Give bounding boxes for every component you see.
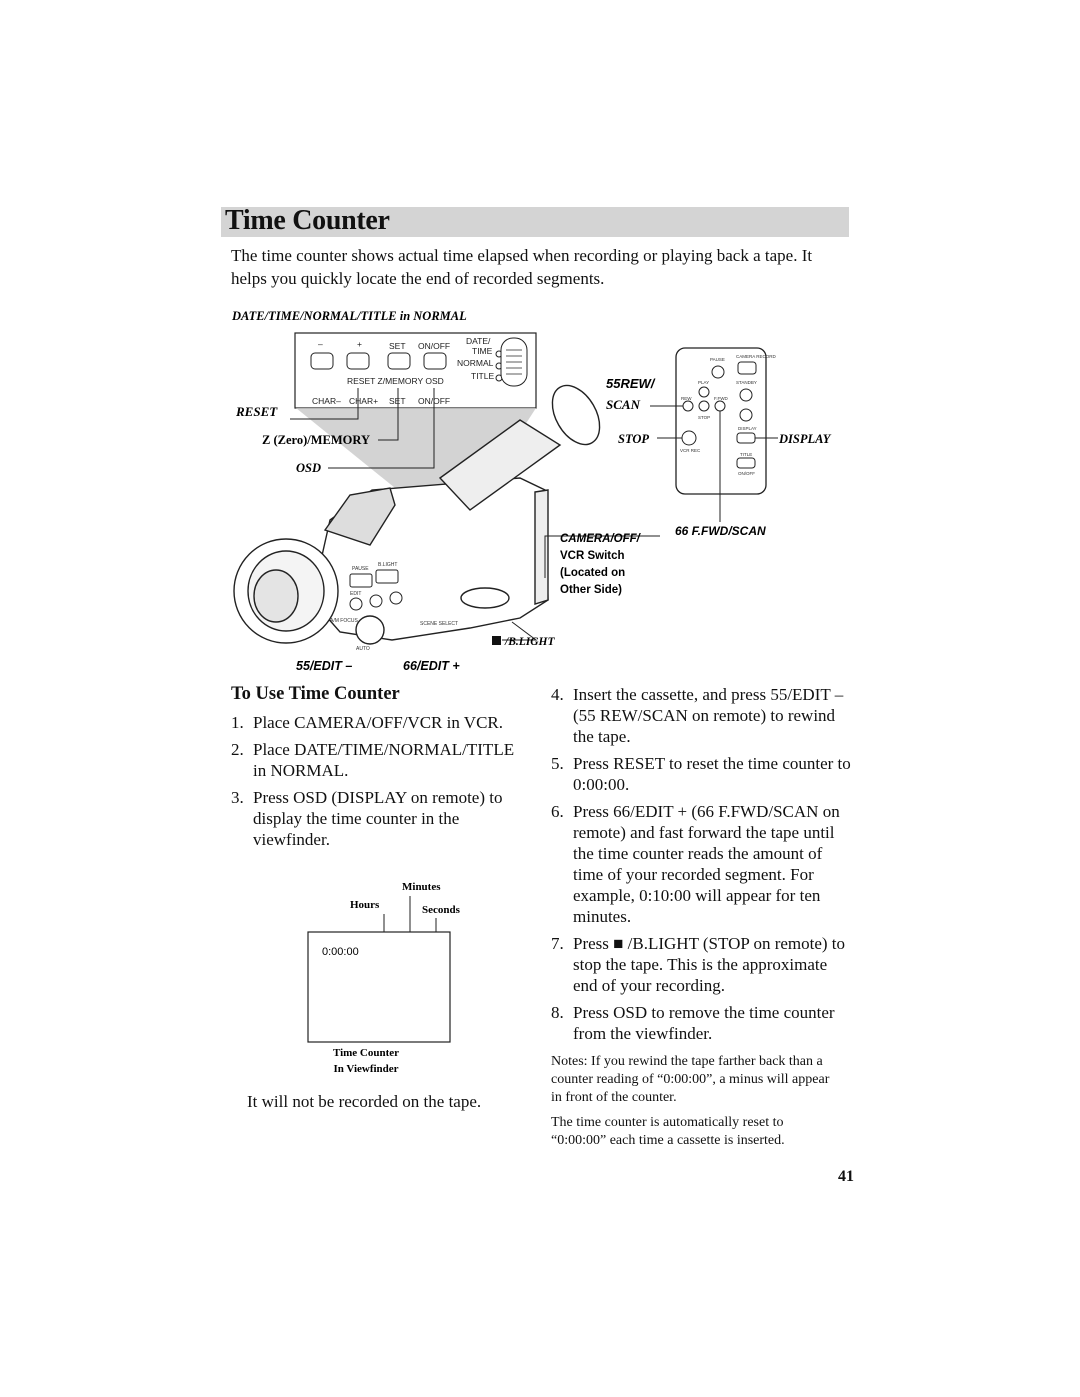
remote-w-button[interactable] bbox=[739, 388, 753, 402]
viewfinder-caption-2: In Viewfinder bbox=[333, 1063, 398, 1075]
svg-text:TITLE: TITLE bbox=[471, 371, 494, 381]
search-button[interactable] bbox=[369, 594, 383, 608]
located-on-label: (Located on bbox=[560, 567, 625, 579]
step-item: 2.Place DATE/TIME/NORMAL/TITLE in NORMAL… bbox=[231, 740, 515, 780]
char-minus-button[interactable] bbox=[310, 352, 334, 370]
counter-display: 0:00:00 bbox=[322, 946, 359, 958]
vcr-switch-label: VCR Switch bbox=[560, 550, 625, 562]
svg-text:ON/OFF: ON/OFF bbox=[418, 341, 450, 351]
remote-scan-button[interactable] bbox=[698, 400, 710, 412]
edit-minus-button[interactable] bbox=[349, 597, 363, 611]
svg-text:RESET Z/MEMORY OSD: RESET Z/MEMORY OSD bbox=[347, 376, 444, 386]
remote-rew-button[interactable] bbox=[682, 400, 694, 412]
note-rewind: Notes: If you rewind the tape farther ba… bbox=[551, 1054, 830, 1105]
char-plus-button[interactable] bbox=[346, 352, 370, 370]
steps-left: 1.Place CAMERA/OFF/VCR in VCR. 2.Place D… bbox=[231, 712, 531, 856]
stop-square-icon bbox=[492, 636, 501, 645]
blight-button[interactable] bbox=[375, 569, 399, 584]
viewfinder-tube bbox=[438, 419, 562, 511]
section-title-bar: Time Counter bbox=[221, 205, 849, 237]
svg-text:CAMERA RECORD: CAMERA RECORD bbox=[736, 354, 777, 359]
steps-right: 4.Insert the cassette, and press 55/EDIT… bbox=[551, 684, 851, 1050]
svg-text:STANDBY: STANDBY bbox=[736, 380, 757, 385]
viewfinder-caption-1: Time Counter bbox=[333, 1047, 399, 1059]
svg-text:CHAR+: CHAR+ bbox=[349, 396, 378, 406]
svg-text:B.LIGHT: B.LIGHT bbox=[378, 562, 397, 568]
svg-text:ON/OFF: ON/OFF bbox=[738, 471, 755, 476]
osd-label: OSD bbox=[296, 461, 321, 475]
microphone-grille bbox=[323, 487, 396, 546]
remote-title-button[interactable] bbox=[736, 457, 756, 469]
step-item: 8.Press OSD to remove the time counter f… bbox=[551, 1003, 835, 1043]
hours-label: Hours bbox=[350, 899, 380, 911]
stop-label: STOP bbox=[618, 432, 649, 446]
remote-display-button[interactable] bbox=[736, 432, 756, 444]
edit-dial[interactable] bbox=[355, 615, 385, 645]
display-label: DISPLAY bbox=[778, 432, 832, 446]
tail-text: It will not be recorded on the tape. bbox=[247, 1092, 482, 1111]
seconds-label: Seconds bbox=[422, 904, 461, 916]
svg-text:F.FWD: F.FWD bbox=[714, 396, 728, 401]
remote-pause-button[interactable] bbox=[711, 365, 725, 379]
svg-text:SCENE SELECT: SCENE SELECT bbox=[420, 621, 458, 627]
svg-text:CHAR–: CHAR– bbox=[312, 396, 341, 406]
svg-text:NORMAL: NORMAL bbox=[457, 358, 494, 368]
svg-text:VCR REC: VCR REC bbox=[680, 448, 701, 453]
svg-text:–: – bbox=[318, 339, 323, 349]
step-item: 6.Press 66/EDIT + (66 F.FWD/SCAN on remo… bbox=[551, 802, 840, 926]
lens-glass bbox=[253, 569, 299, 623]
svg-text:+: + bbox=[357, 339, 362, 349]
page-title: Time Counter bbox=[225, 205, 390, 236]
svg-text:DISPLAY: DISPLAY bbox=[738, 426, 757, 431]
step-item: 3.Press OSD (DISPLAY on remote) to displ… bbox=[231, 788, 503, 849]
step-item: 1.Place CAMERA/OFF/VCR in VCR. bbox=[231, 713, 504, 732]
camera-diagram: DATE/TIME/NORMAL/TITLE in NORMAL – + SET… bbox=[231, 309, 832, 673]
svg-text:TITLE: TITLE bbox=[740, 452, 752, 457]
remote-ffwd-button[interactable] bbox=[714, 400, 726, 412]
eyecup bbox=[551, 384, 601, 446]
step-item: 4.Insert the cassette, and press 55/EDIT… bbox=[551, 685, 844, 746]
svg-text:STOP: STOP bbox=[698, 415, 710, 420]
ffwd-label: 66 F.FWD/SCAN bbox=[675, 524, 766, 538]
remote-t-button[interactable] bbox=[739, 408, 753, 422]
svg-text:PLAY: PLAY bbox=[698, 380, 709, 385]
blight-label: /B.LIGHT bbox=[504, 636, 555, 648]
pause-button[interactable] bbox=[349, 573, 373, 588]
camera-off-label: CAMERA/OFF/ bbox=[560, 533, 642, 545]
diagram-top-caption: DATE/TIME/NORMAL/TITLE in NORMAL bbox=[231, 309, 467, 323]
edit-minus-label: 55/EDIT – bbox=[296, 659, 352, 673]
viewfinder-screen bbox=[307, 931, 451, 1043]
svg-text:A/M FOCUS: A/M FOCUS bbox=[330, 618, 358, 624]
svg-text:DATE/: DATE/ bbox=[466, 336, 491, 346]
svg-text:EDIT: EDIT bbox=[350, 591, 361, 597]
remote-record-button[interactable] bbox=[737, 361, 757, 375]
svg-text:AUTO: AUTO bbox=[356, 646, 370, 652]
svg-text:PAUSE: PAUSE bbox=[710, 357, 725, 362]
svg-text:PAUSE: PAUSE bbox=[352, 566, 369, 572]
note-reset: The time counter is automatically reset … bbox=[551, 1115, 785, 1148]
intro-paragraph: The time counter shows actual time elaps… bbox=[231, 246, 813, 288]
onoff-button[interactable] bbox=[423, 352, 447, 370]
step-item: 5.Press RESET to reset the time counter … bbox=[551, 754, 851, 794]
remote-play-button[interactable] bbox=[698, 386, 710, 398]
edit-plus-button[interactable] bbox=[389, 591, 403, 605]
svg-text:TIME: TIME bbox=[472, 346, 493, 356]
other-side-label: Other Side) bbox=[560, 584, 622, 596]
svg-text:SET: SET bbox=[389, 341, 406, 351]
reset-label: RESET bbox=[235, 404, 278, 419]
step-item: 7.Press ■ /B.LIGHT (STOP on remote) to s… bbox=[551, 934, 846, 995]
svg-text:SET: SET bbox=[389, 396, 406, 406]
section-heading: To Use Time Counter bbox=[231, 684, 400, 704]
zmemory-label: Z (Zero)/MEMORY bbox=[262, 433, 370, 447]
viewfinder-diagram: Minutes Hours Seconds 0:00:00 Time Count… bbox=[307, 881, 461, 1075]
svg-text:REW: REW bbox=[681, 396, 692, 401]
scan-label: SCAN bbox=[606, 397, 641, 412]
set-button[interactable] bbox=[387, 352, 411, 370]
minutes-label: Minutes bbox=[402, 881, 441, 893]
edit-plus-label: 66/EDIT + bbox=[403, 659, 460, 673]
rew-label: 55REW/ bbox=[606, 376, 656, 391]
page-number: 41 bbox=[838, 1168, 854, 1185]
remote-stop-button[interactable] bbox=[681, 430, 697, 446]
